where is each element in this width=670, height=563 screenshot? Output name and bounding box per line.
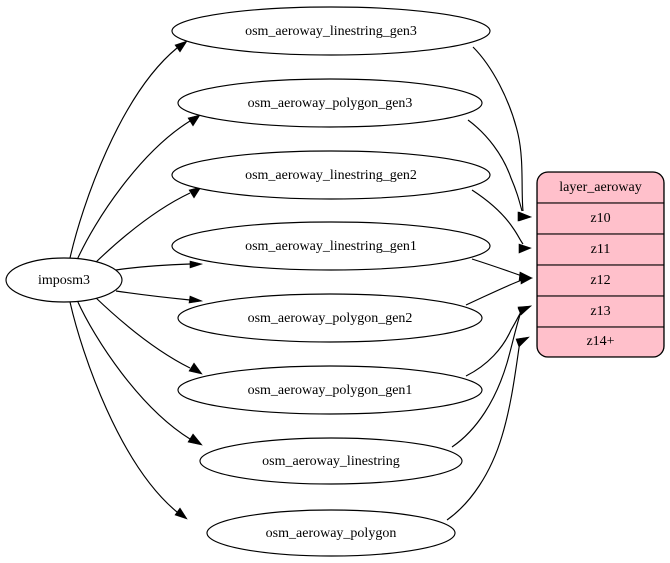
edge-imposm3-to-linestring-gen1 — [115, 260, 204, 271]
table-label-header: layer_aeroway — [559, 180, 641, 195]
edge-polygon-to-z14 — [446, 336, 530, 521]
edge-imposm3-to-linestring-gen2 — [94, 186, 202, 264]
table-label-z14: z14+ — [586, 334, 614, 349]
node-group-ellipses: osm_aeroway_linestring_gen3 osm_aeroway_… — [5, 6, 491, 557]
edge-polygon-gen2-to-z12 — [465, 275, 533, 306]
table-outline — [536, 171, 665, 358]
node-osm-aeroway-polygon-gen1[interactable]: osm_aeroway_polygon_gen1 — [177, 365, 483, 415]
node-label-imposm3: imposm3 — [38, 273, 90, 288]
node-osm-aeroway-linestring[interactable]: osm_aeroway_linestring — [199, 437, 463, 485]
node-label-linestring: osm_aeroway_linestring — [262, 454, 400, 469]
node-imposm3[interactable]: imposm3 — [5, 257, 123, 303]
table-cell-z13[interactable] — [537, 295, 664, 328]
node-label-linestring-gen2: osm_aeroway_linestring_gen2 — [245, 168, 417, 183]
edge-imposm3-to-polygon-gen3 — [76, 114, 201, 261]
edge-imposm3-to-polygon — [69, 301, 188, 520]
edge-imposm3-to-polygon-gen1 — [94, 296, 203, 375]
node-osm-aeroway-linestring-gen3[interactable]: osm_aeroway_linestring_gen3 — [171, 6, 491, 56]
edge-group-source-to-tables — [69, 40, 204, 520]
edge-linestring-gen3-to-z10 — [472, 46, 532, 222]
table-label-z10: z10 — [590, 211, 610, 226]
node-osm-aeroway-polygon[interactable]: osm_aeroway_polygon — [206, 509, 456, 557]
table-label-z12: z12 — [590, 273, 610, 288]
node-label-polygon-gen3: osm_aeroway_polygon_gen3 — [248, 96, 413, 111]
edge-imposm3-to-polygon-gen2 — [115, 290, 204, 304]
node-osm-aeroway-polygon-gen3[interactable]: osm_aeroway_polygon_gen3 — [177, 78, 483, 128]
table-cell-z14[interactable] — [537, 326, 664, 357]
table-cell-z10[interactable] — [537, 202, 664, 235]
node-osm-aeroway-linestring-gen2[interactable]: osm_aeroway_linestring_gen2 — [171, 150, 491, 200]
table-cell-z11[interactable] — [537, 233, 664, 266]
node-label-polygon-gen1: osm_aeroway_polygon_gen1 — [248, 383, 413, 398]
node-label-polygon-gen2: osm_aeroway_polygon_gen2 — [248, 311, 413, 326]
table-label-z13: z13 — [590, 304, 610, 319]
table-label-z11: z11 — [591, 242, 611, 257]
node-layer-aeroway-table[interactable]: layer_aeroway z10 z11 z12 z13 z14+ — [536, 171, 665, 358]
table-cell-z12[interactable] — [537, 264, 664, 297]
node-osm-aeroway-linestring-gen1[interactable]: osm_aeroway_linestring_gen1 — [171, 221, 491, 271]
edge-imposm3-to-linestring-gen3 — [69, 40, 188, 259]
edge-polygon-gen3-to-z10 — [467, 119, 532, 222]
edge-group-tables-to-layer — [446, 46, 533, 521]
edge-imposm3-to-linestring — [76, 299, 203, 446]
node-label-linestring-gen3: osm_aeroway_linestring_gen3 — [245, 24, 417, 39]
node-osm-aeroway-polygon-gen2[interactable]: osm_aeroway_polygon_gen2 — [177, 293, 483, 343]
node-label-polygon: osm_aeroway_polygon — [266, 526, 397, 541]
edge-linestring-gen2-to-z11 — [471, 189, 532, 254]
edge-linestring-to-z13 — [451, 305, 532, 448]
node-label-linestring-gen1: osm_aeroway_linestring_gen1 — [245, 239, 417, 254]
